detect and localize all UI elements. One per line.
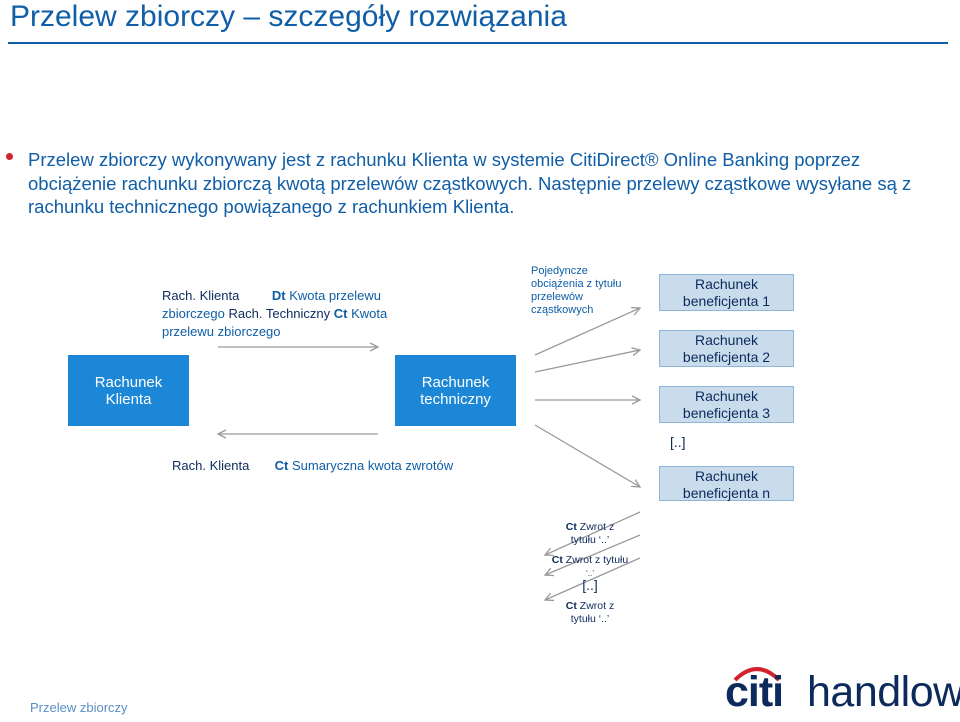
zwrot-2-ct: Ct: [551, 554, 563, 566]
title-rule: [8, 42, 948, 44]
top-kwota-przelewu: Kwota przelewu: [289, 288, 381, 303]
beneficjent-box-1: Rachunek beneficjenta 1: [659, 274, 794, 311]
zwrot-3-line1: [..]: [582, 577, 598, 593]
rachunek-klienta-box: Rachunek Klienta: [68, 355, 189, 426]
rachunek-techniczny-box: Rachunek techniczny: [395, 355, 516, 426]
top-transfer-label: Rach. Klienta Dt Kwota przelewu zbiorcze…: [162, 287, 432, 341]
zwrot-item-4: Ct Zwrot z tytułu ‘..’: [550, 600, 630, 626]
top-rach-techniczny: Rach. Techniczny: [228, 306, 331, 321]
zwrot-2-line2: ‘..’: [586, 569, 594, 578]
citi-arc-icon: [733, 667, 781, 682]
arrow-to-beneficjent-1: [534, 308, 640, 356]
top-kwota: Kwota: [351, 306, 388, 321]
arrow-zwrot-1: [545, 511, 641, 555]
arrow-zwrot-3: [545, 557, 641, 600]
rachunek-klienta-label: Rachunek Klienta: [94, 373, 163, 408]
beneficjent-box-3: Rachunek beneficjenta 3: [659, 386, 794, 423]
beneficjent-box-2: Rachunek beneficjenta 2: [659, 330, 794, 367]
arrow-to-beneficjent-n: [534, 424, 640, 487]
zwrot-1-line2: tytułu ‘..’: [570, 534, 610, 546]
top-dt: Dt: [271, 288, 286, 303]
zwrot-1-ct: Ct: [565, 521, 577, 533]
bottom-rach-klienta: Rach. Klienta: [172, 458, 250, 473]
arrow-zwrot-2: [545, 534, 641, 575]
bottom-sumaryczna: Sumaryczna kwota zwrotów: [291, 458, 454, 473]
top-ct: Ct: [333, 306, 348, 321]
zwrot-1-line1: Zwrot z: [579, 521, 615, 533]
logo-handlowy: handlowy: [807, 668, 960, 716]
zwrot-4-ct: Ct: [565, 600, 577, 612]
bullet-icon: [6, 153, 13, 160]
zwrot-2-line1: Zwrot z tytułu: [565, 554, 629, 566]
page-title: Przelew zbiorczy – szczegóły rozwiązania: [10, 0, 567, 33]
zwrot-4-line2: tytułu ‘..’: [570, 613, 610, 625]
top-rach-klienta: Rach. Klienta: [162, 288, 240, 303]
bottom-return-label: Rach. Klienta Ct Sumaryczna kwota zwrotó…: [172, 457, 492, 475]
top-przelewu-zbiorczego: przelewu zbiorczego: [162, 324, 281, 339]
bottom-ct: Ct: [274, 458, 289, 473]
zwrot-item-2: Ct Zwrot z tytułu ‘..’: [540, 554, 640, 580]
footer-label: Przelew zbiorczy: [30, 700, 128, 715]
zwrot-item-3: [..]: [550, 577, 630, 593]
citi-handlowy-logo: citi handlowy: [725, 664, 960, 722]
beneficjent-ellipsis: [..]: [670, 434, 686, 450]
zwrot-item-1: Ct Zwrot z tytułu ‘..’: [550, 521, 630, 547]
zwrot-4-line1: Zwrot z: [579, 600, 615, 612]
single-debits-label: Pojedyncze obciążenia z tytułu przelewów…: [531, 265, 622, 316]
beneficjent-box-n: Rachunek beneficjenta n: [659, 466, 794, 501]
arrow-to-beneficjent-2: [534, 350, 640, 373]
bullet-text: Przelew zbiorczy wykonywany jest z rachu…: [28, 149, 912, 217]
rachunek-techniczny-label: Rachunek techniczny: [420, 373, 491, 408]
logo-citi: citi: [725, 668, 784, 716]
top-zbiorczego: zbiorczego: [162, 306, 225, 321]
